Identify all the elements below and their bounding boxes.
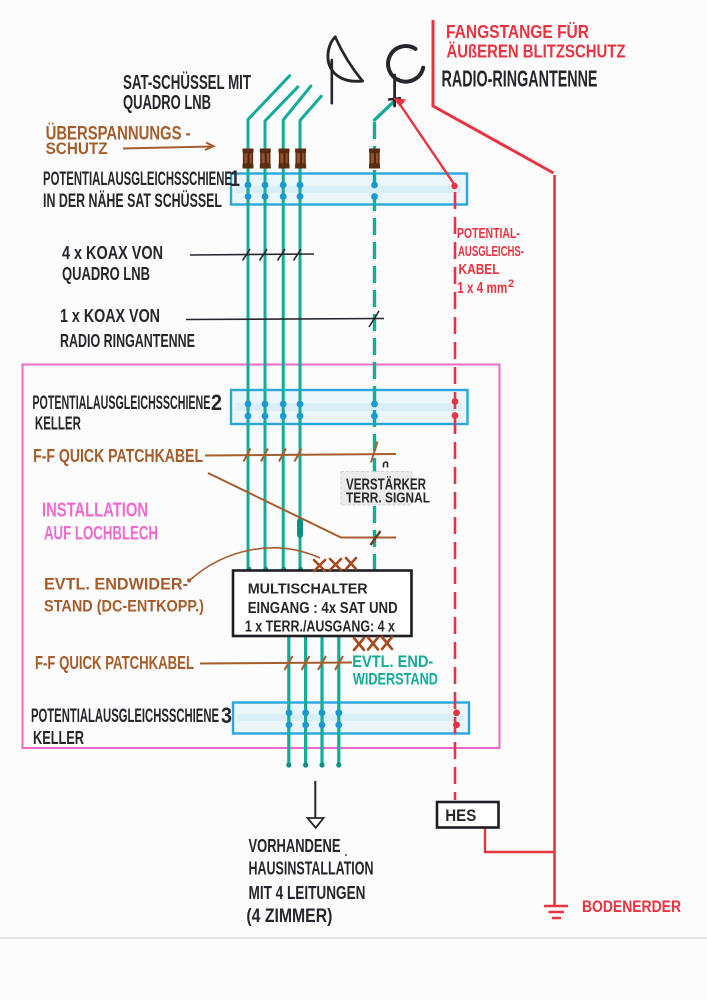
svg-text:RADIO RINGANTENNE: RADIO RINGANTENNE <box>60 331 195 351</box>
svg-text:VORHANDENE: VORHANDENE <box>249 836 341 856</box>
svg-text:EINGANG : 4x SAT UND: EINGANG : 4x SAT UND <box>248 600 398 617</box>
svg-text:ÜBERSPANNUNGS -: ÜBERSPANNUNGS - <box>46 124 191 145</box>
svg-text:EVTL. END-: EVTL. END- <box>352 652 433 671</box>
svg-text:BODENERDER: BODENERDER <box>582 897 681 916</box>
svg-text:QUADRO LNB: QUADRO LNB <box>62 264 150 284</box>
svg-text:F-F QUICK PATCHKABEL: F-F QUICK PATCHKABEL <box>33 446 203 466</box>
svg-text:3: 3 <box>221 703 232 728</box>
svg-text:HAUSINSTALLATION: HAUSINSTALLATION <box>249 859 374 879</box>
svg-text:POTENTIALAUSGLEICHSSCHIENE: POTENTIALAUSGLEICHSSCHIENE <box>43 169 232 190</box>
svg-text:AUSGLEICHS-: AUSGLEICHS- <box>458 243 524 260</box>
svg-text:STAND (DC-ENTKOPP.): STAND (DC-ENTKOPP.) <box>44 597 204 616</box>
svg-text:1: 1 <box>230 166 240 191</box>
svg-text:POTENTIALAUSGLEICHSSCHIENE: POTENTIALAUSGLEICHSSCHIENE <box>32 393 210 414</box>
svg-text:MIT 4 LEITUNGEN: MIT 4 LEITUNGEN <box>249 883 366 903</box>
svg-text:SAT-SCHÜSSEL MIT: SAT-SCHÜSSEL MIT <box>123 71 251 94</box>
svg-text:1 x KOAX VON: 1 x KOAX VON <box>60 306 160 326</box>
svg-text:QUADRO LNB: QUADRO LNB <box>123 92 211 114</box>
svg-text:KELLER: KELLER <box>35 414 81 434</box>
svg-text:ÄUßEREN BLITZSCHUTZ: ÄUßEREN BLITZSCHUTZ <box>447 42 626 62</box>
svg-text:4 x KOAX VON: 4 x KOAX VON <box>62 243 163 263</box>
svg-text:HES: HES <box>445 806 476 825</box>
svg-text:WIDERSTAND: WIDERSTAND <box>353 670 438 689</box>
svg-text:IN DER NÄHE SAT SCHÜSSEL: IN DER NÄHE SAT SCHÜSSEL <box>43 191 222 212</box>
svg-text:2: 2 <box>211 390 222 415</box>
svg-text:MULTISCHALTER: MULTISCHALTER <box>248 582 369 598</box>
svg-text:KABEL: KABEL <box>459 261 500 278</box>
svg-text:FANGSTANGE FÜR: FANGSTANGE FÜR <box>446 22 589 42</box>
svg-text:AUF LOCHBLECH: AUF LOCHBLECH <box>44 524 158 545</box>
svg-text:1 x TERR./AUSGANG: 4 x: 1 x TERR./AUSGANG: 4 x <box>245 619 395 636</box>
svg-text:F-F QUICK PATCHKABEL: F-F QUICK PATCHKABEL <box>35 653 194 673</box>
svg-text:2: 2 <box>508 278 514 290</box>
svg-text:(4 ZIMMER): (4 ZIMMER) <box>246 906 332 927</box>
svg-text:KELLER: KELLER <box>33 728 84 748</box>
svg-text:POTENTIAL-: POTENTIAL- <box>457 225 520 242</box>
svg-text:SCHUTZ: SCHUTZ <box>46 139 108 158</box>
svg-text:TERR. SIGNAL: TERR. SIGNAL <box>346 491 430 507</box>
svg-text:1 x 4 mm: 1 x 4 mm <box>457 280 507 297</box>
svg-text:VERSTÄRKER: VERSTÄRKER <box>346 476 426 494</box>
svg-text:RADIO-RINGANTENNE: RADIO-RINGANTENNE <box>442 66 598 92</box>
svg-text:POTENTIALAUSGLEICHSSCHIENE: POTENTIALAUSGLEICHSSCHIENE <box>31 706 219 727</box>
svg-text:EVTL. ENDWIDER-: EVTL. ENDWIDER- <box>44 575 188 594</box>
svg-text:INSTALLATION: INSTALLATION <box>42 500 148 522</box>
